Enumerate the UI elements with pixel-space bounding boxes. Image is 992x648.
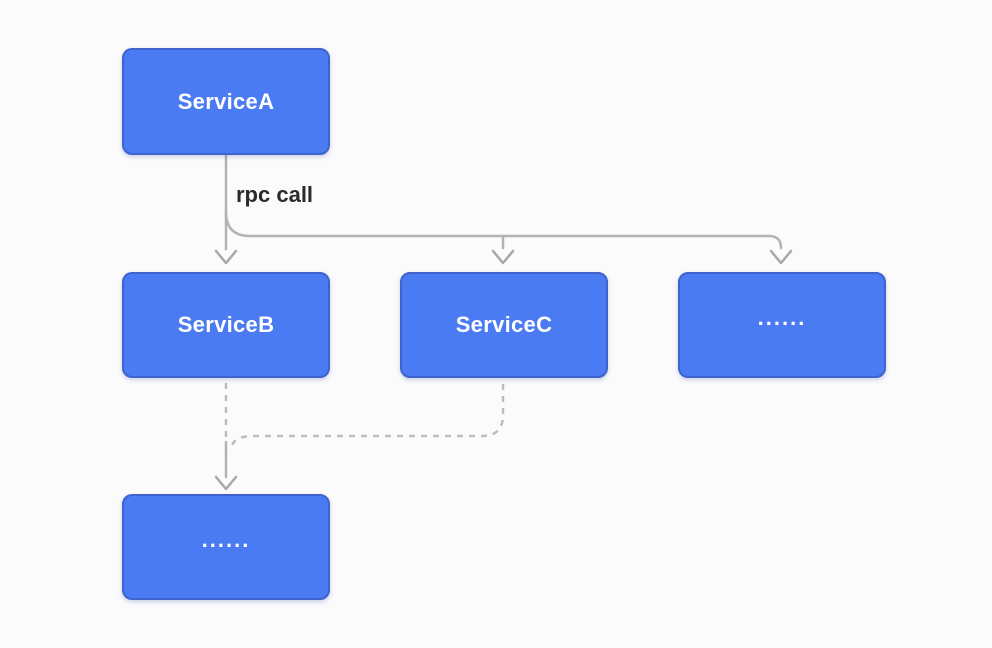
arrowhead-others-right xyxy=(769,249,793,265)
rpc-call-label: rpc call xyxy=(236,182,314,207)
node-service-c: ServiceC xyxy=(400,272,608,378)
node-service-a-label: ServiceA xyxy=(177,88,275,114)
edge-c-dashed xyxy=(229,384,505,452)
node-service-b-label: ServiceB xyxy=(177,312,275,337)
edge-a-branch xyxy=(224,210,783,250)
node-others-bottom-label: ...... xyxy=(201,527,251,552)
node-service-c-label: ServiceC xyxy=(455,312,553,337)
arrowhead-b xyxy=(214,249,238,265)
node-others-bottom: ...... xyxy=(122,494,330,600)
node-others-right-label: ...... xyxy=(757,305,807,330)
node-others-right: ...... xyxy=(678,272,886,378)
node-service-a: ServiceA xyxy=(122,48,330,155)
arrowhead-c xyxy=(491,249,515,265)
node-service-b: ServiceB xyxy=(122,272,330,378)
arrowhead-others-bottom xyxy=(214,475,238,491)
